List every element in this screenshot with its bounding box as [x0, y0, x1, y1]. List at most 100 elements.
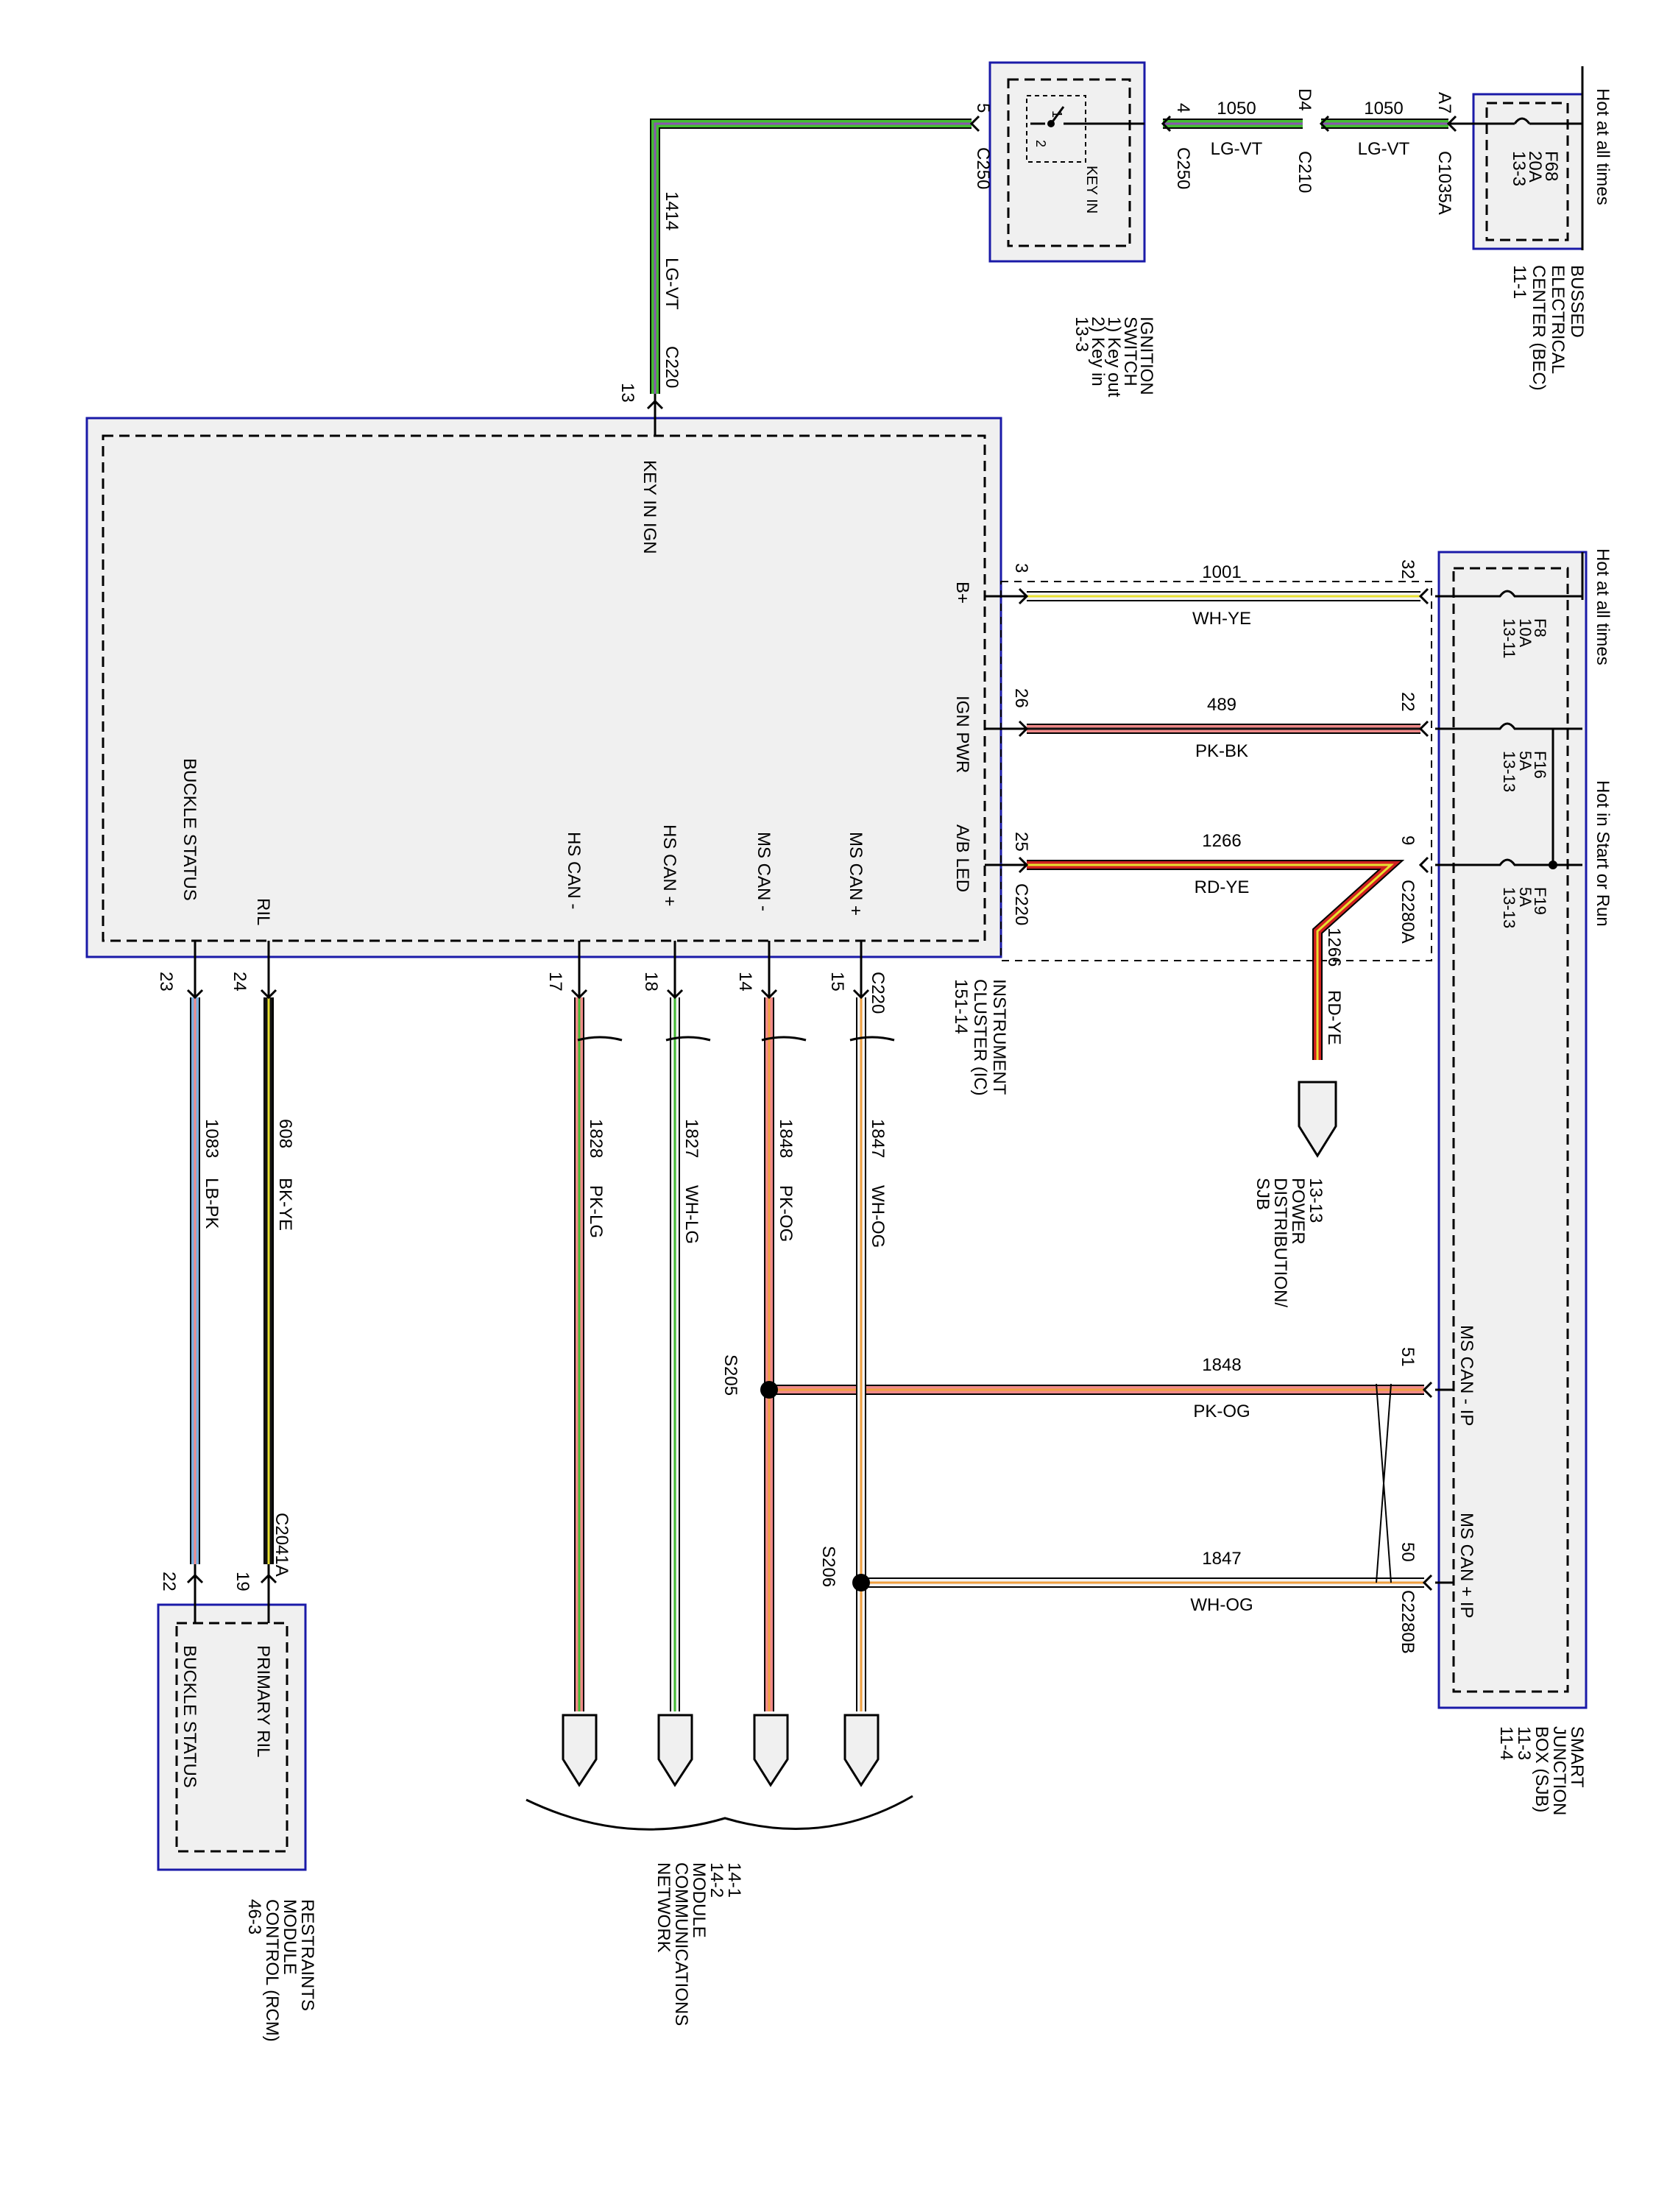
- ic-connector-bottom: C220: [868, 972, 888, 1014]
- network-text-line-2: 14-2: [707, 1862, 726, 1898]
- sjb-pin-9: 9: [1398, 835, 1418, 845]
- bec-title-line-1: BUSSED: [1567, 265, 1587, 338]
- sjb-title-line-4: 11-3: [1514, 1726, 1534, 1760]
- bec-title-line-3: CENTER (BEC): [1529, 265, 1549, 391]
- power-distribution-text-line-1: 13-13: [1306, 1178, 1326, 1223]
- ic-pin-14: 14: [735, 972, 755, 992]
- wire-1828-circuit: 1828: [586, 1119, 606, 1158]
- arrow-sjb-51: [1422, 1381, 1433, 1399]
- wire-1050-b-color: LG-VT: [1358, 139, 1410, 159]
- sjb-fuse-f19-ref: 13-13: [1500, 887, 1518, 928]
- wire-1827-circuit: 1827: [682, 1119, 701, 1158]
- rcm-primary-ril: PRIMARY RIL: [253, 1645, 273, 1758]
- bec-title-line-2: ELECTRICAL: [1548, 265, 1568, 374]
- ic-b-plus: B+: [952, 582, 972, 604]
- arrow-sjb-32: [1418, 587, 1429, 605]
- sjb-hot-in-start-or-run: Hot in Start or Run: [1593, 780, 1613, 927]
- ignition-switch-title-line-5: 13-3: [1072, 317, 1091, 352]
- wire-1083-color: LB-PK: [202, 1178, 222, 1229]
- sjb-inner-outline: [1452, 567, 1569, 1693]
- rcm-inner-outline: [175, 1622, 289, 1853]
- wire-1083-circuit: 1083: [202, 1119, 222, 1158]
- wire-1266b-circuit: 1266: [1324, 927, 1344, 967]
- wire-1001-circuit: 1001: [1202, 562, 1241, 582]
- arrow-rcm-19: [260, 1573, 277, 1584]
- sjb-pin-50: 50: [1398, 1542, 1418, 1562]
- sjb-title-line-1: SMART: [1567, 1726, 1587, 1788]
- bec-hot-at-all-times: Hot at all times: [1593, 88, 1613, 205]
- sjb-connector-b: C2280B: [1398, 1590, 1418, 1654]
- rcm-buckle-status: BUCKLE STATUS: [180, 1645, 199, 1788]
- rcm-pin-19: 19: [233, 1572, 252, 1591]
- wire-1847-color: WH-OG: [868, 1185, 888, 1248]
- network-connector-ms-can-minus: [753, 1714, 789, 1787]
- ic-ms-can-plus: MS CAN +: [846, 832, 866, 916]
- ignition-switch-right-pin: 4: [1173, 103, 1193, 113]
- wire-1050-a-color: LG-VT: [1211, 139, 1263, 159]
- fuse-f68-icon: [1513, 117, 1582, 125]
- sjb-connector-a: C2280A: [1398, 880, 1418, 944]
- bec-inner-outline: [1485, 102, 1569, 241]
- wire-489-color: PK-BK: [1195, 741, 1248, 761]
- c210-connector: C210: [1295, 151, 1314, 193]
- ignition-switch-title-line-2: SWITCH: [1120, 317, 1140, 386]
- bec-pin: A7: [1434, 92, 1454, 113]
- wire-608-color: BK-YE: [275, 1178, 295, 1231]
- wire-1848-color: PK-OG: [776, 1185, 796, 1242]
- instrument-cluster-inner-outline: [102, 434, 986, 942]
- ic-pin-26: 26: [1011, 688, 1031, 708]
- sjb-fuse-f8-rating: 10A: [1516, 618, 1535, 647]
- wire-1266b-color: RD-YE: [1324, 990, 1344, 1045]
- wire-runs: [190, 119, 1448, 1711]
- ic-key-in-ign: KEY IN IGN: [640, 460, 659, 554]
- ignition-switch-title-line-1: IGNITION: [1136, 317, 1156, 395]
- fuse-f19-icon: [1435, 858, 1582, 866]
- network-text-line-4: COMMUNICATIONS: [671, 1862, 691, 2026]
- sjb-pin-22: 22: [1398, 692, 1418, 712]
- wire-1414: [650, 119, 972, 394]
- wire-1266: [1027, 860, 1405, 1060]
- wire-1414-circuit: 1414: [662, 191, 682, 230]
- bec-fuse-line-3: 13-3: [1509, 151, 1529, 186]
- wire-1847-sjb-color: WH-OG: [1190, 1595, 1253, 1615]
- arrow-c210: [1319, 115, 1330, 132]
- arrow-c250-right: [1161, 115, 1172, 132]
- splice-s206-label: S206: [818, 1546, 838, 1587]
- wire-1266-color: RD-YE: [1195, 877, 1250, 897]
- ignition-switch-contact-1: 1: [1050, 110, 1064, 118]
- wire-1847-sjb-circuit: 1847: [1202, 1549, 1241, 1569]
- ic-pin-18: 18: [641, 972, 661, 992]
- sjb-title-line-5: 11-4: [1496, 1726, 1516, 1760]
- rcm-title-line-3: CONTROL (RCM): [262, 1899, 282, 2042]
- arrow-c250-left: [969, 115, 980, 132]
- ignition-switch-right-connector: C250: [1173, 147, 1193, 189]
- bec-fuse-line-2: 20A: [1525, 151, 1545, 183]
- sjb-run-bus-junction: [1549, 861, 1557, 869]
- twisted-pair-marker-ms: [761, 1036, 895, 1042]
- twisted-pair-marker-hs: [577, 1036, 711, 1042]
- bec-module: [1472, 93, 1584, 250]
- network-text-line-3: MODULE: [689, 1862, 709, 1938]
- arrow-sjb-50: [1422, 1574, 1433, 1591]
- instrument-cluster-module: [85, 417, 1002, 958]
- power-distribution-text-line-4: SJB: [1253, 1178, 1273, 1210]
- arrow-ic-bottom-2: [760, 989, 778, 1000]
- rcm-title-line-1: RESTRAINTS: [297, 1899, 317, 2011]
- ic-pin-25: 25: [1011, 832, 1031, 852]
- ic-title-line-1: INSTRUMENT: [989, 979, 1009, 1095]
- wire-1828-color: PK-LG: [586, 1185, 606, 1238]
- arrow-c1035a: [1446, 115, 1457, 132]
- wire-1847-circuit: 1847: [868, 1119, 888, 1158]
- ic-hs-can-minus: HS CAN -: [564, 832, 584, 909]
- ignition-switch-left-connector: C250: [973, 147, 993, 189]
- bec-title-line-4: 11-1: [1510, 265, 1529, 299]
- sjb-hot-at-all-times: Hot at all times: [1593, 548, 1613, 665]
- connector-arrows: [186, 115, 1457, 1591]
- sjb-title-line-2: JUNCTION: [1549, 1726, 1569, 1815]
- wire-1848-sjb-circuit: 1848: [1202, 1355, 1241, 1375]
- ignition-switch-inner-outline: [1007, 78, 1131, 247]
- wire-1050-b-circuit: 1050: [1364, 99, 1403, 119]
- ignition-switch-module: [988, 61, 1146, 263]
